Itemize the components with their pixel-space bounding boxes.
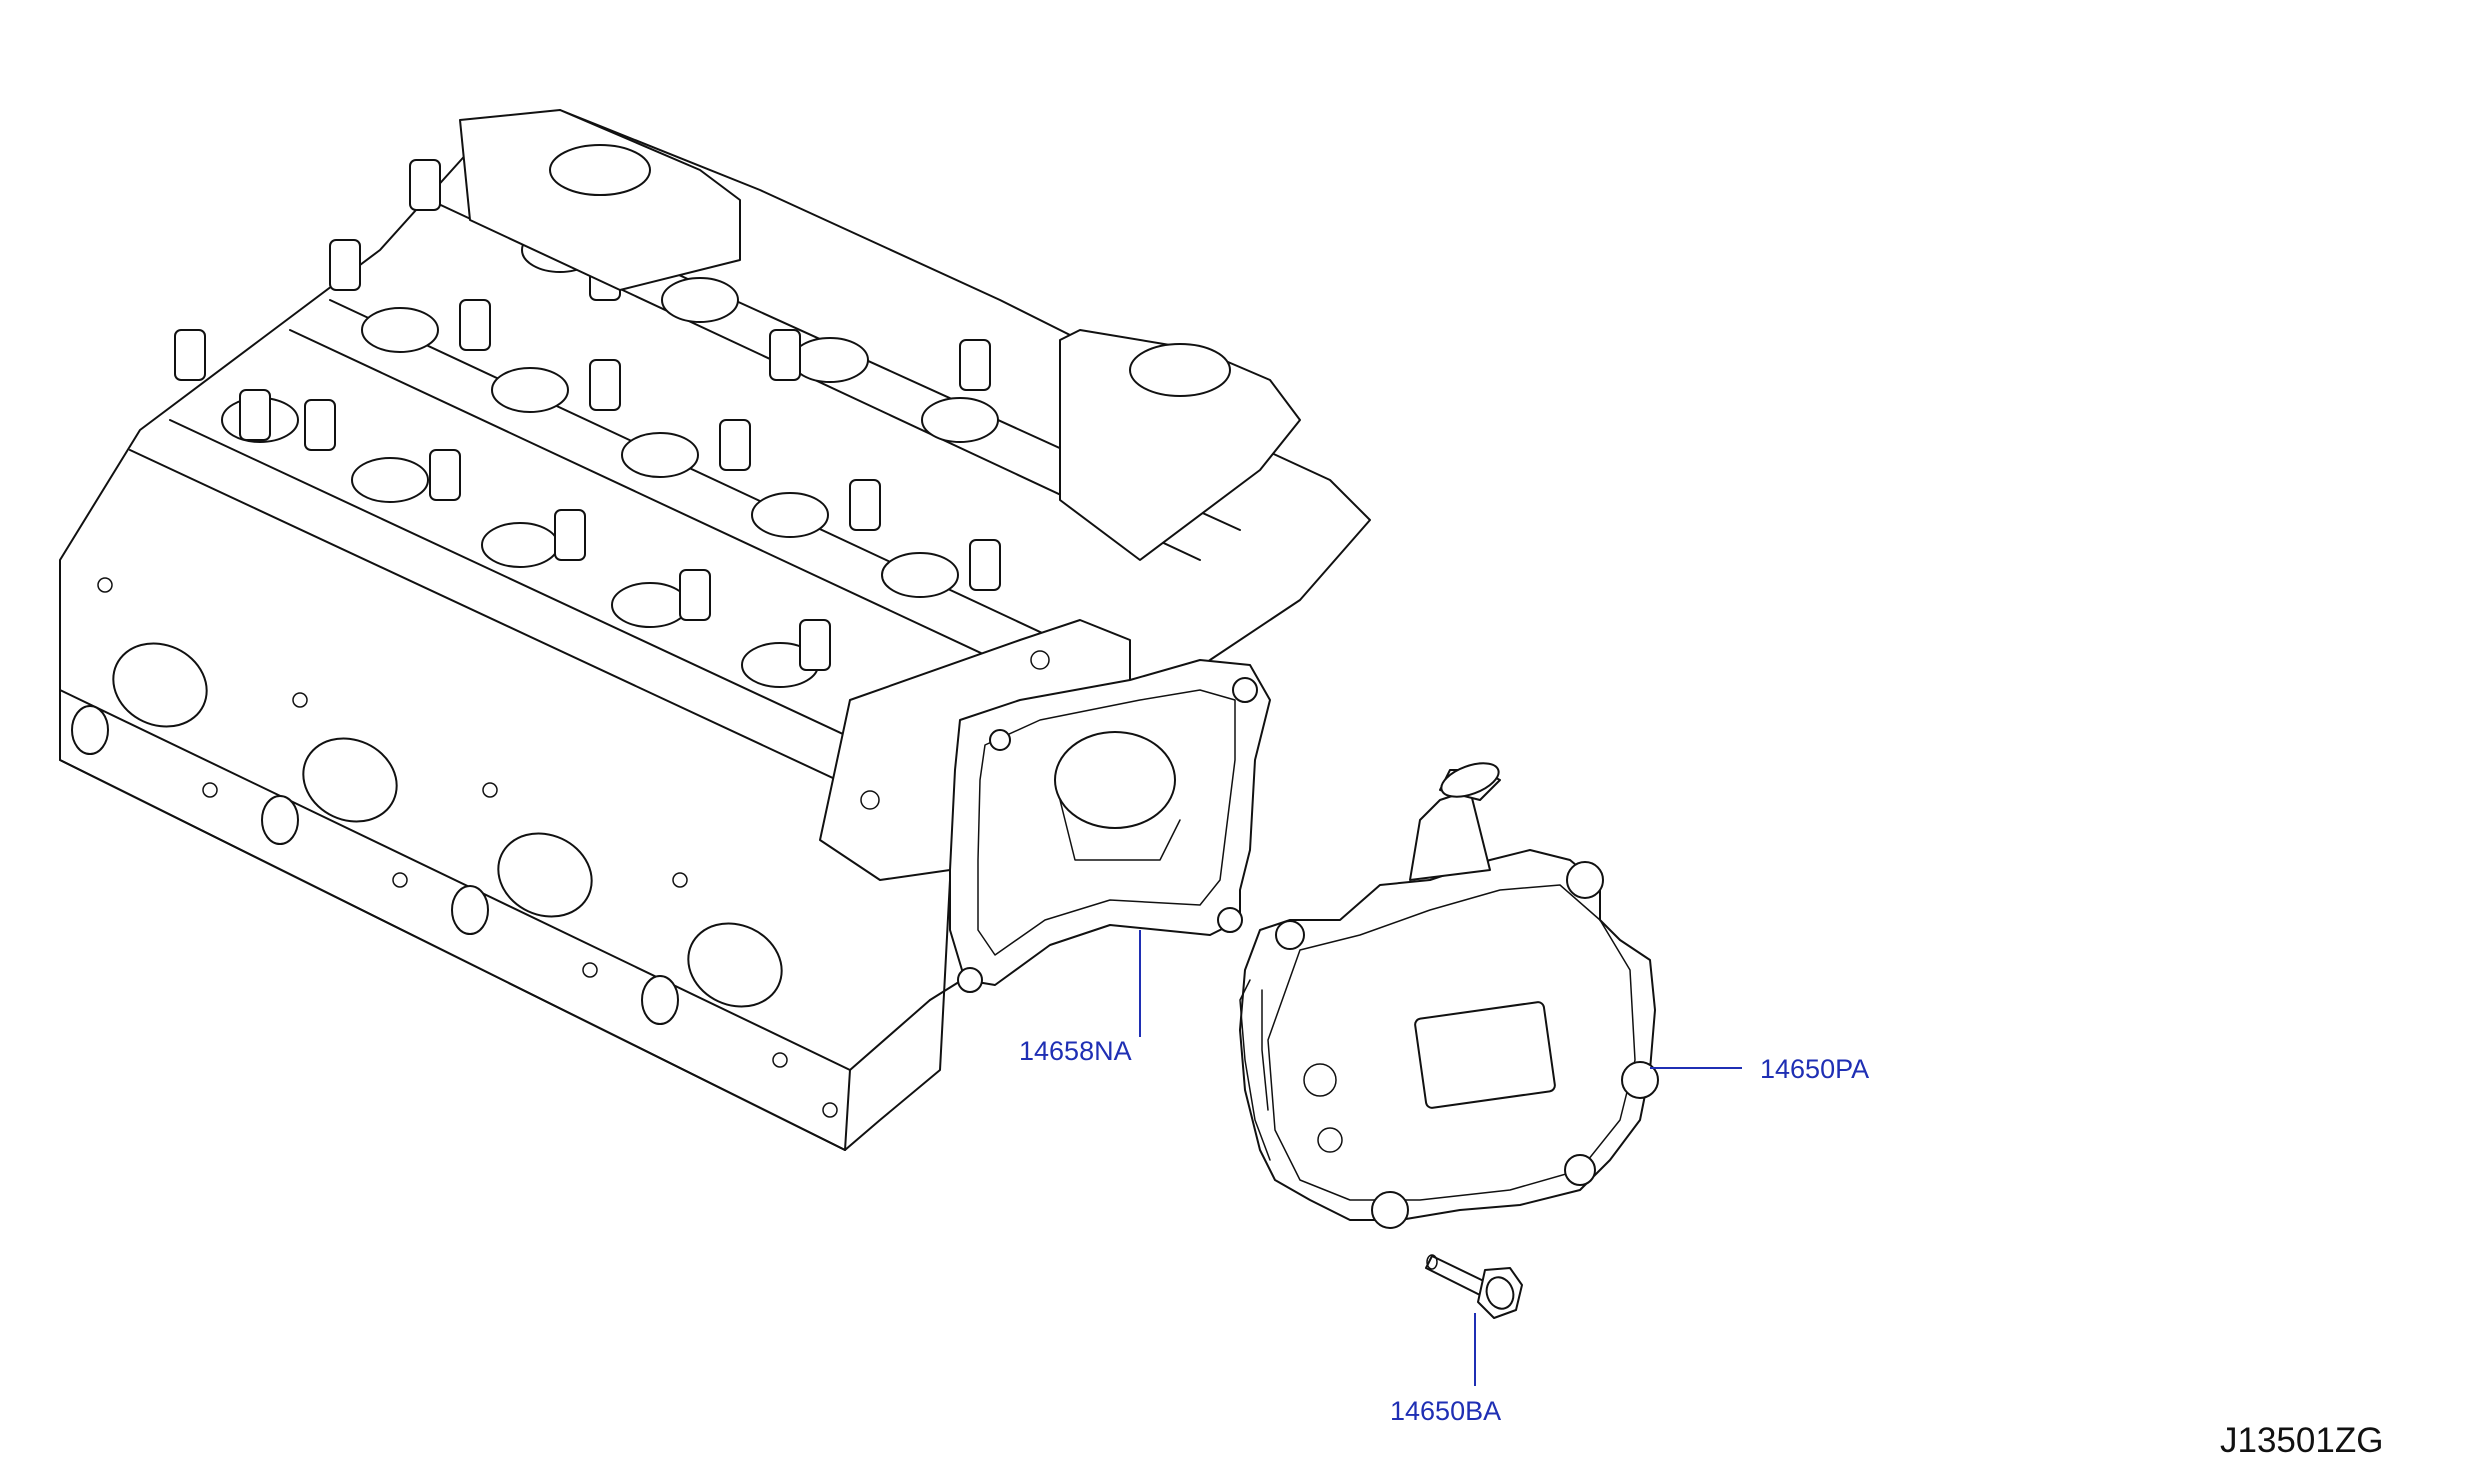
bolt-drawing [1425,1254,1523,1319]
cylinder-head-drawing [59,109,1371,1151]
vacuum-pump-drawing [1239,762,1659,1229]
part-label-vacuum-pump[interactable]: 14650PA [1760,1054,1869,1084]
part-label-bolt[interactable]: 14650BA [1390,1396,1501,1426]
part-label-gasket[interactable]: 14658NA [1019,1036,1132,1066]
gasket-drawing [949,659,1271,993]
leader-lines [1139,930,1742,1386]
drawing-number: J13501ZG [2220,1421,2383,1460]
